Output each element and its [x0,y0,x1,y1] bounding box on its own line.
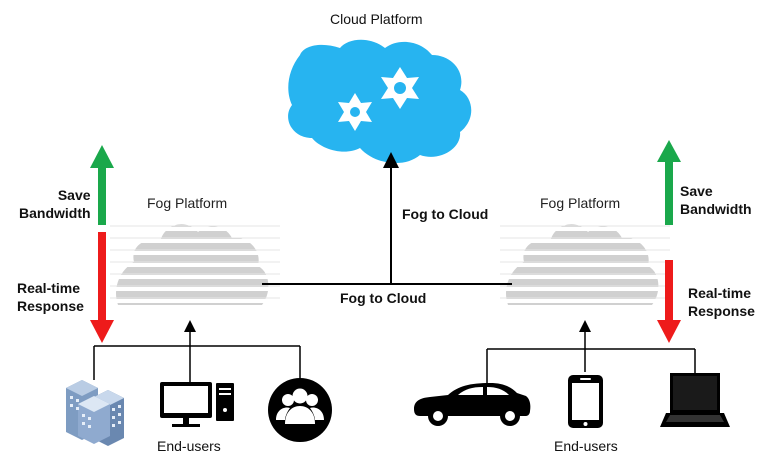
fog-cloud-right-icon [500,224,670,305]
cloud-platform-title: Cloud Platform [330,11,423,27]
cloud-platform-icon [288,39,472,164]
fog-cloud-left-icon [110,224,280,305]
fog-platform-left-title: Fog Platform [147,195,228,211]
realtime-arrow-right [657,260,681,343]
save-bandwidth-arrow-right [657,140,681,225]
smartphone-icon [568,375,603,428]
realtime-arrow-left [90,232,114,343]
end-users-right-label: End-users [554,438,618,454]
fog-to-cloud-horizontal-label: Fog to Cloud [340,290,427,306]
fog-link-lines [262,152,512,285]
users-group-icon [268,378,332,442]
end-users-right-connector [486,320,696,385]
end-users-left-connector [93,320,301,382]
desktop-computer-icon [160,382,234,427]
buildings-icon [66,380,124,446]
laptop-icon [660,373,730,427]
save-bandwidth-right-label: Save Bandwidth [680,183,752,217]
end-users-left-label: End-users [157,438,221,454]
realtime-response-right-label: Real-time Response [688,285,755,319]
save-bandwidth-arrow-left [90,145,114,225]
car-icon [414,383,531,426]
save-bandwidth-left-label: Save Bandwidth [19,187,91,221]
fog-to-cloud-vertical-label: Fog to Cloud [402,206,489,222]
fog-platform-right-title: Fog Platform [540,195,621,211]
realtime-response-left-label: Real-time Response [17,280,84,314]
